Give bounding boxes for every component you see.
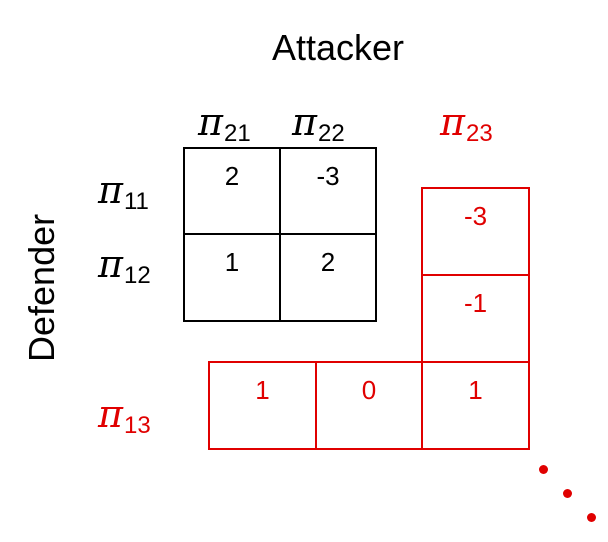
ellipsis-dot: [563, 489, 572, 498]
strategy-label-pi23: π23: [440, 100, 493, 147]
added-row-cell: 0: [315, 361, 423, 450]
strategy-label-pi11: π11: [98, 168, 149, 215]
matrix-cell: -3: [279, 147, 377, 235]
ellipsis-dot: [587, 513, 596, 522]
attacker-label: Attacker: [272, 27, 405, 68]
added-column-cell: -3: [421, 187, 530, 276]
strategy-label-pi13: π13: [98, 392, 151, 439]
matrix-cell: 2: [279, 233, 377, 322]
added-column-cell: -1: [421, 274, 530, 363]
added-row-cell: 1: [421, 361, 530, 450]
strategy-label-pi12: π12: [98, 242, 151, 289]
ellipsis-dot: [539, 465, 548, 474]
strategy-label-pi22: π22: [292, 100, 345, 147]
strategy-label-pi21: π21: [198, 100, 251, 147]
matrix-cell: 1: [183, 233, 281, 322]
matrix-cell: 2: [183, 147, 281, 235]
defender-label: Defender: [21, 213, 62, 362]
added-row-cell: 1: [208, 361, 317, 450]
